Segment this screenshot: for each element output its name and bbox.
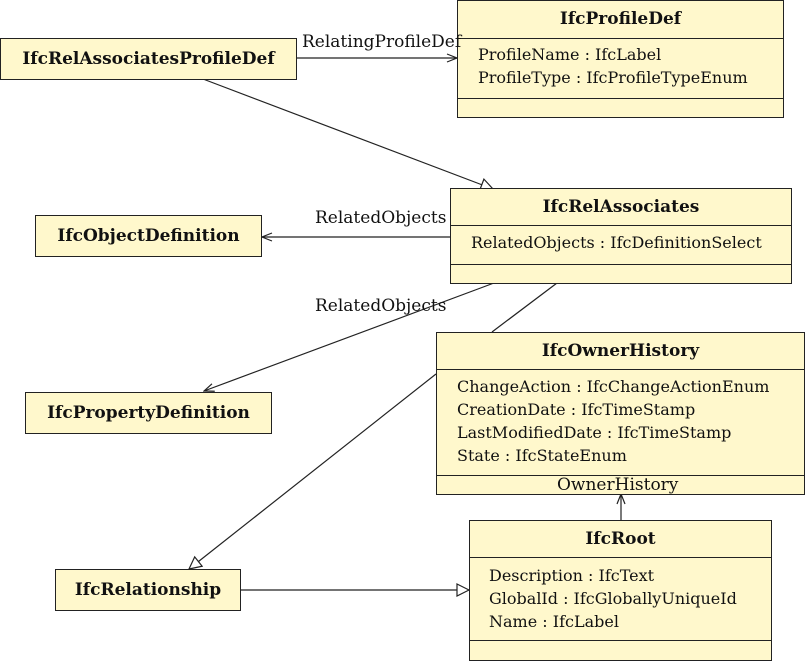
class-attribute: Description : IfcText xyxy=(489,566,655,585)
class-attribute: GlobalId : IfcGloballyUniqueId xyxy=(489,589,737,608)
association-label-related-objects: RelatedObjects xyxy=(315,296,447,316)
class-divider: ProfileName : IfcLabel ProfileType : Ifc… xyxy=(458,38,783,98)
association-label-owner-history: OwnerHistory xyxy=(557,475,679,495)
class-attribute: ProfileName : IfcLabel xyxy=(478,45,662,64)
class-name: IfcObjectDefinition xyxy=(57,226,240,246)
class-name: IfcPropertyDefinition xyxy=(47,403,250,423)
association-label-relating-profile-def: RelatingProfileDef xyxy=(302,32,462,52)
class-attribute: Name : IfcLabel xyxy=(489,612,619,631)
rel-associates-profile-def-generalization xyxy=(202,78,493,189)
class-attribute: State : IfcStateEnum xyxy=(457,446,627,465)
class-operations-compartment xyxy=(451,264,791,283)
class-name: IfcRoot xyxy=(585,529,656,549)
class-attribute: ProfileType : IfcProfileTypeEnum xyxy=(478,68,748,87)
class-ifc-object-definition: IfcObjectDefinition xyxy=(35,215,262,257)
class-operations-compartment xyxy=(437,475,804,494)
class-attribute: ChangeAction : IfcChangeActionEnum xyxy=(457,377,770,396)
related-objects-association-property-definition xyxy=(204,282,495,391)
rel-associates-generalization-connector xyxy=(491,282,558,333)
class-divider: RelatedObjects : IfcDefinitionSelect xyxy=(451,225,791,264)
class-ifc-property-definition: IfcPropertyDefinition xyxy=(25,392,272,434)
class-name: IfcProfileDef xyxy=(559,9,682,29)
class-name: IfcOwnerHistory xyxy=(541,341,700,361)
class-ifc-relationship: IfcRelationship xyxy=(55,569,241,611)
class-name: IfcRelAssociatesProfileDef xyxy=(22,49,275,69)
class-divider: Description : IfcText GlobalId : IfcGlob… xyxy=(470,557,771,640)
class-ifc-owner-history: IfcOwnerHistory ChangeAction : IfcChange… xyxy=(436,332,805,495)
class-name: IfcRelationship xyxy=(74,580,222,600)
rel-associates-generalization xyxy=(189,373,437,569)
class-attribute: CreationDate : IfcTimeStamp xyxy=(457,400,696,419)
class-ifc-rel-associates-profile-def: IfcRelAssociatesProfileDef xyxy=(0,38,297,80)
class-attribute: LastModifiedDate : IfcTimeStamp xyxy=(457,423,732,442)
class-ifc-root: IfcRoot Description : IfcText GlobalId :… xyxy=(469,520,772,661)
class-attribute: RelatedObjects : IfcDefinitionSelect xyxy=(471,233,762,252)
class-ifc-profile-def: IfcProfileDef ProfileName : IfcLabel Pro… xyxy=(457,0,784,118)
class-operations-compartment xyxy=(470,640,771,659)
class-operations-compartment xyxy=(458,98,783,117)
association-label-related-objects: RelatedObjects xyxy=(315,208,447,228)
class-name: IfcRelAssociates xyxy=(542,197,700,217)
class-ifc-rel-associates: IfcRelAssociates RelatedObjects : IfcDef… xyxy=(450,188,792,284)
class-divider: ChangeAction : IfcChangeActionEnum Creat… xyxy=(437,369,804,475)
